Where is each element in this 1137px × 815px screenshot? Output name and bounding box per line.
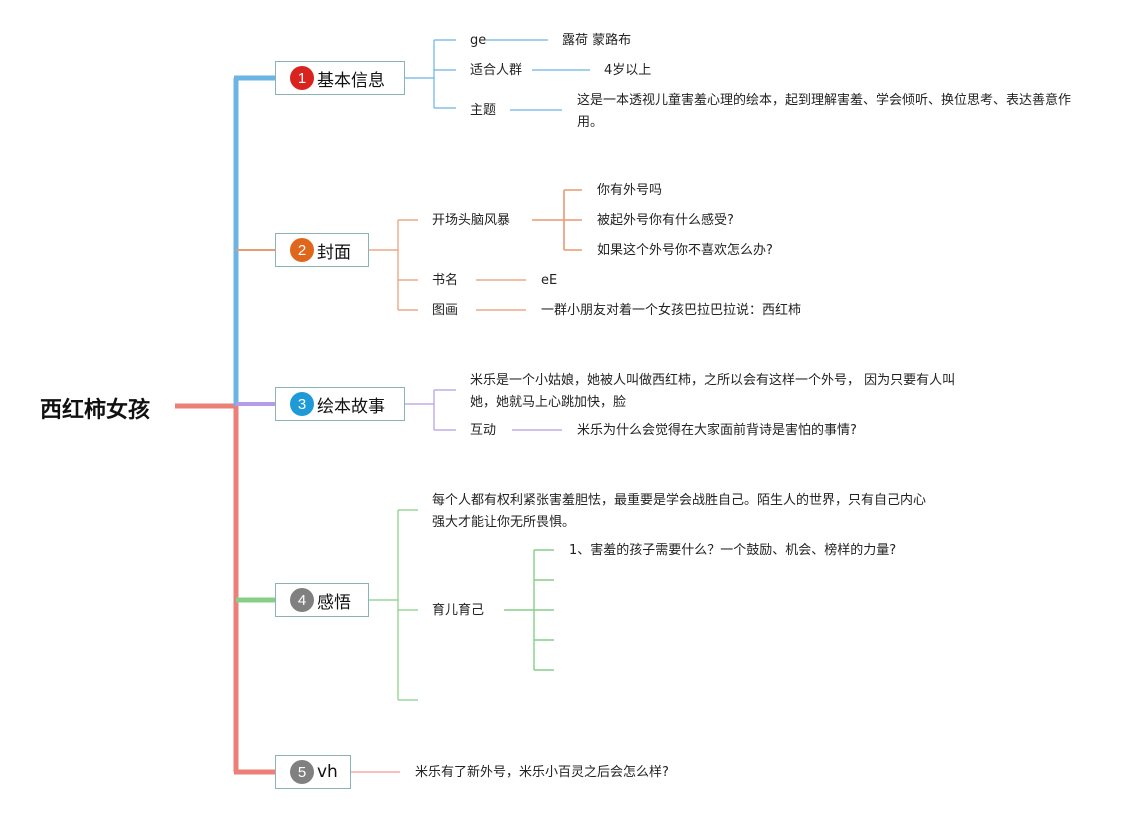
number-badge-icon: 5 — [290, 760, 314, 784]
branch-node-story[interactable]: 3 绘本故事 — [275, 387, 405, 421]
subtopic[interactable]: 1、害羞的孩子需要什么？一个鼓励、机会、榜样的力量? — [569, 543, 897, 558]
branch-node-cover[interactable]: 2 封面 — [275, 233, 369, 267]
branch-node-basic-info[interactable]: 1 基本信息 — [275, 61, 405, 95]
branch1-children-lines — [404, 39, 590, 111]
topic-value[interactable]: 4岁以上 — [604, 63, 652, 78]
topic-value[interactable]: 米乐为什么会觉得在大家面前背诗是害怕的事情? — [577, 423, 857, 438]
number-badge-icon: 1 — [290, 66, 314, 90]
branch2-children-lines — [368, 189, 582, 311]
subtopic[interactable]: 你有外号吗 — [597, 183, 663, 198]
branch-node-vh[interactable]: 5 vh — [275, 755, 351, 789]
topic-value[interactable]: eE — [541, 273, 558, 288]
topic-key[interactable]: ge — [470, 33, 487, 48]
topic-key[interactable]: 互动 — [470, 423, 497, 438]
branch-node-reflection[interactable]: 4 感悟 — [275, 583, 369, 617]
subtopic[interactable]: 如果这个外号你不喜欢怎么办? — [597, 243, 773, 258]
number-badge-icon: 2 — [290, 238, 314, 262]
branch-label: 封面 — [317, 242, 351, 263]
branch3-children-lines — [404, 389, 562, 431]
number-badge-icon: 4 — [290, 588, 314, 612]
topic-key[interactable]: 开场头脑风暴 — [432, 213, 511, 228]
branch-label: vh — [317, 762, 338, 782]
branch-label: 绘本故事 — [317, 396, 385, 417]
topic-key[interactable]: 书名 — [432, 273, 459, 288]
root-node-title[interactable]: 西红柿女孩 — [40, 398, 151, 423]
topic-key[interactable]: 主题 — [470, 103, 497, 118]
topic-key[interactable]: 图画 — [432, 303, 459, 318]
topic-key[interactable]: 适合人群 — [470, 63, 523, 78]
topic-text[interactable]: 米乐是一个小姑娘，她被人叫做西红柿，之所以会有这样一个外号， 因为只要有人叫她，… — [470, 373, 956, 410]
branch-label: 基本信息 — [317, 70, 385, 91]
topic-text[interactable]: 每个人都有权利紧张害羞胆怯，最重要是学会战胜自己。陌生人的世界，只有自己内心强大… — [432, 493, 927, 530]
branch4-children-lines — [368, 509, 554, 701]
number-badge-icon: 3 — [290, 392, 314, 416]
topic-value[interactable]: 这是一本透视儿童害羞心理的绘本，起到理解害羞、学会倾听、换位思考、表达善意作用。 — [577, 93, 1072, 130]
topic-value[interactable]: 米乐有了新外号，米乐小百灵之后会怎么样? — [415, 765, 669, 780]
topic-value[interactable]: 露荷 蒙路布 — [562, 33, 632, 48]
subtopic[interactable]: 被起外号你有什么感受? — [597, 213, 734, 228]
branch-label: 感悟 — [317, 592, 351, 613]
topic-value[interactable]: 一群小朋友对着一个女孩巴拉巴拉说：西红柿 — [541, 303, 802, 318]
topic-key[interactable]: 育儿育己 — [432, 603, 485, 618]
